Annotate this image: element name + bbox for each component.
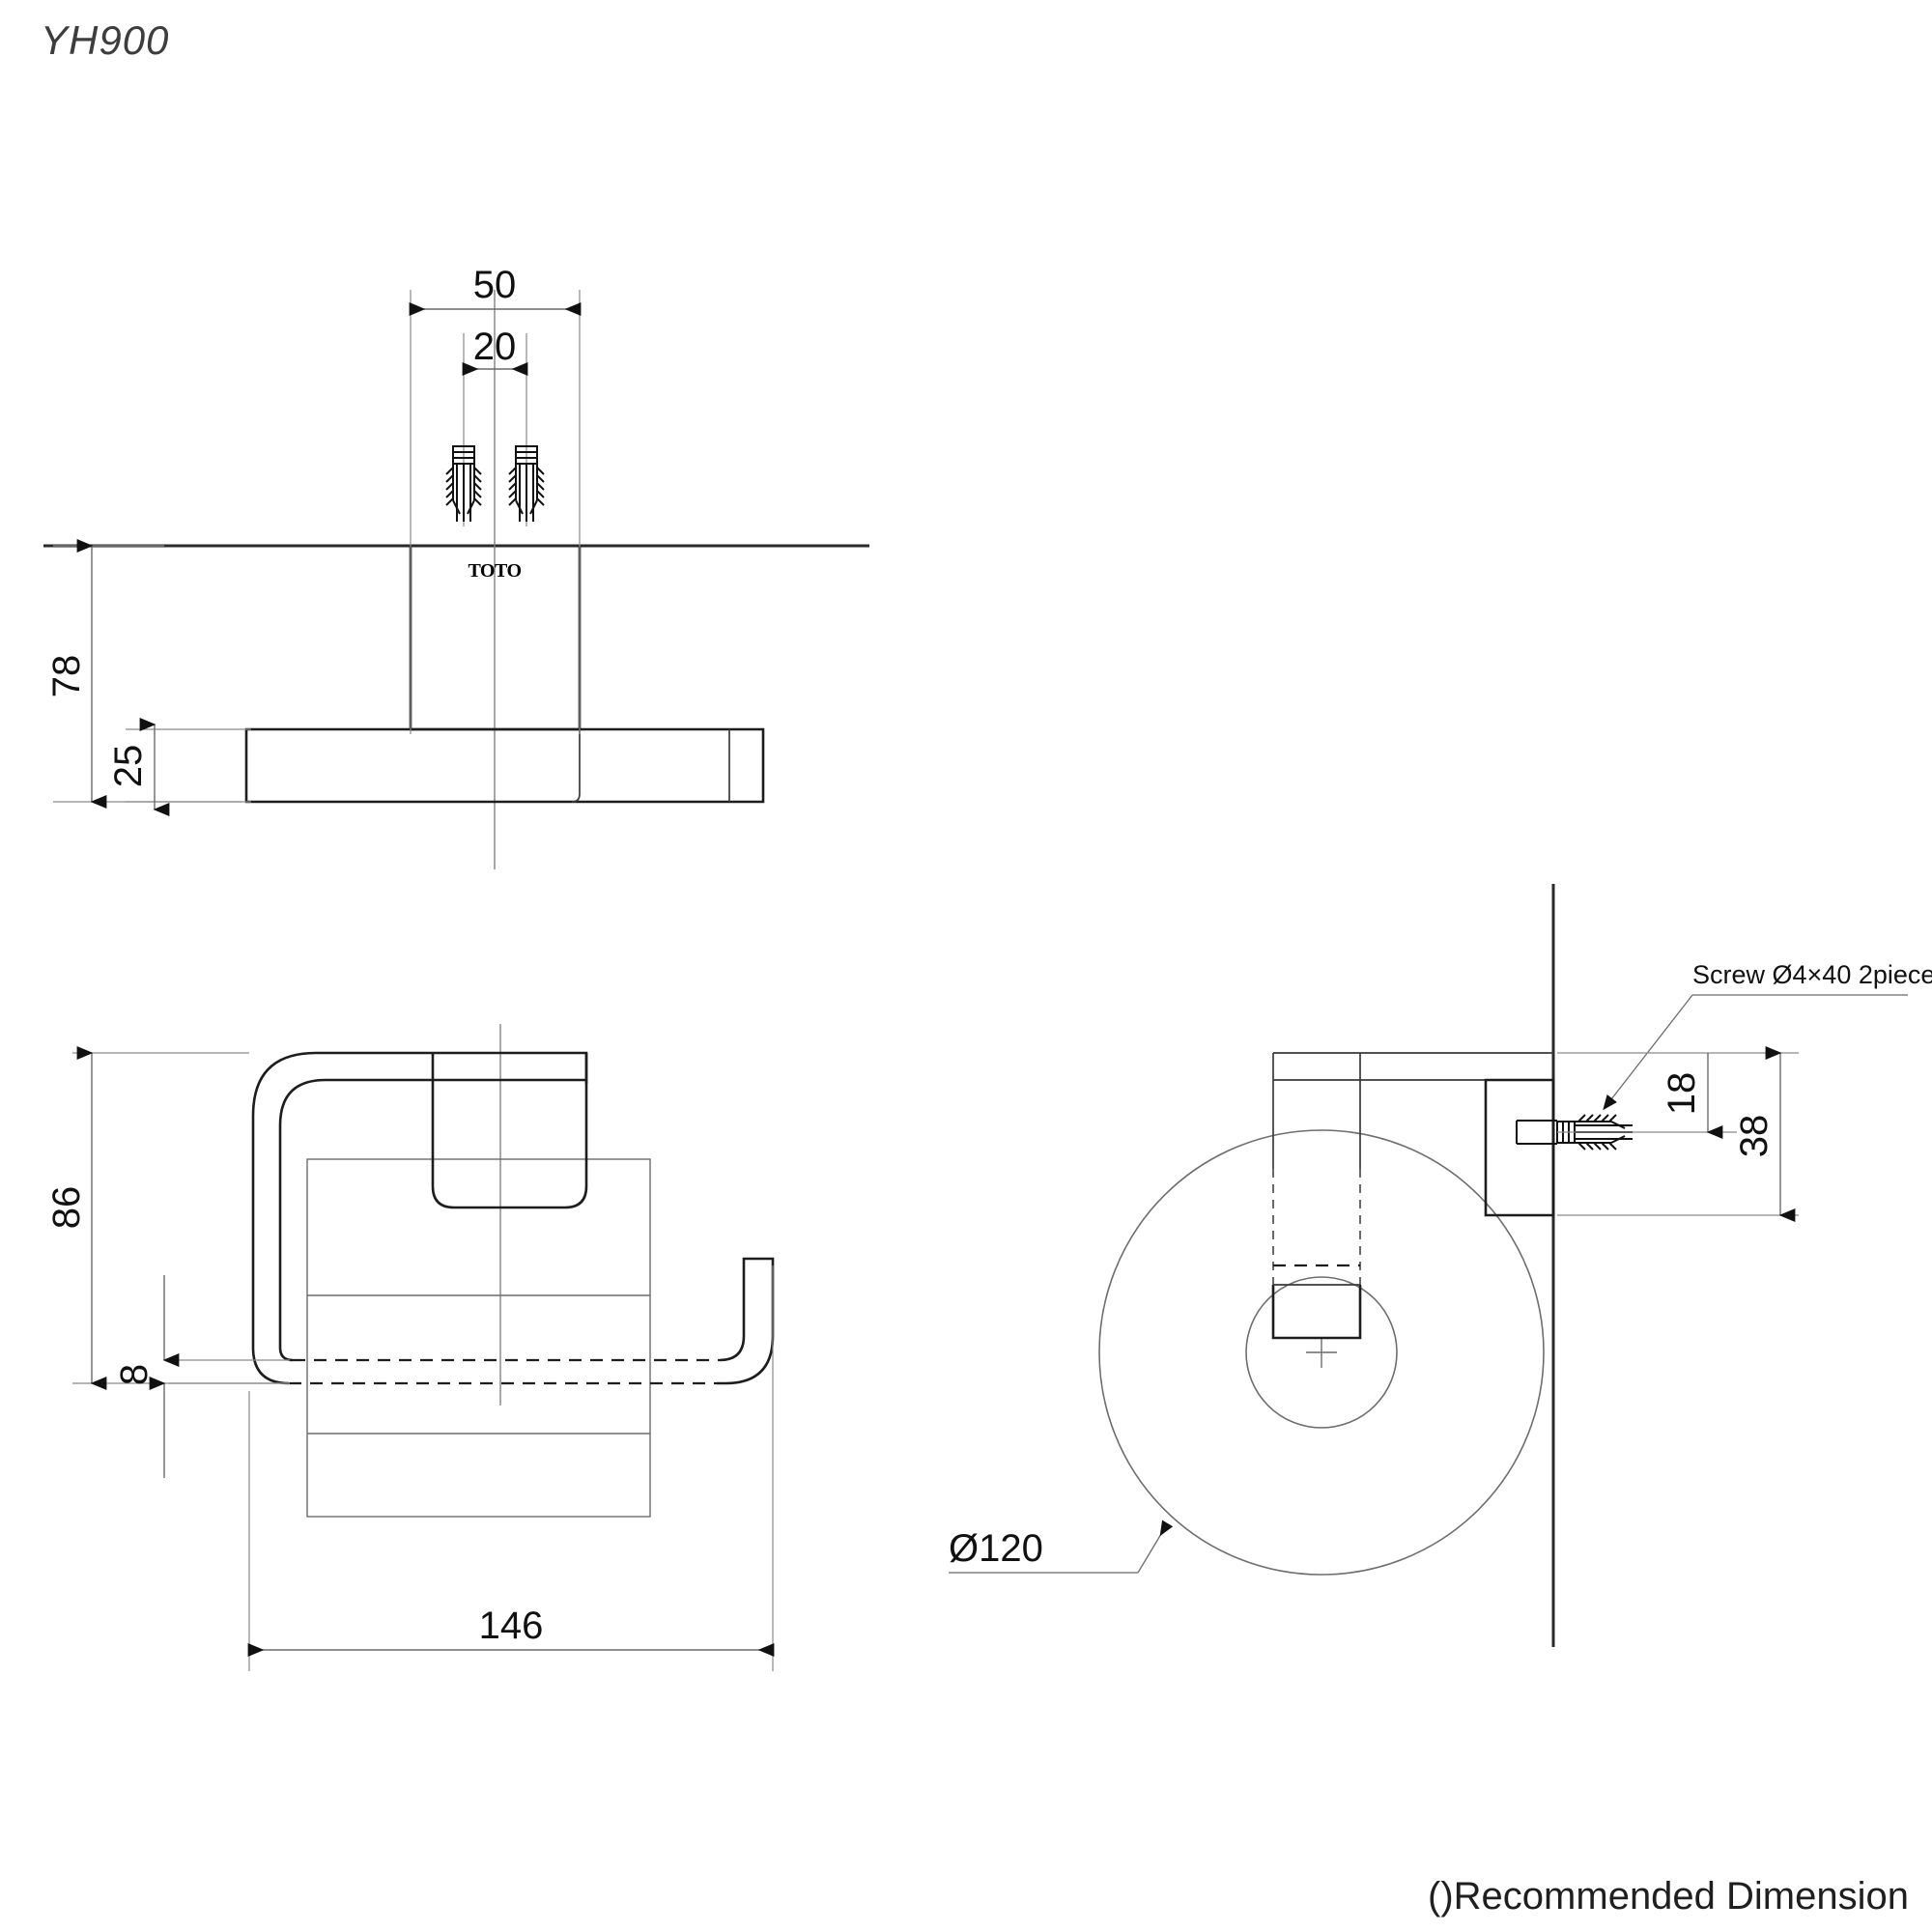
paper-roll-outer-circle (1098, 1129, 1545, 1576)
top-view: 50 20 TOTO 78 25 (43, 264, 869, 869)
holder-rod-hook-end (717, 1257, 775, 1385)
wall-mount-block (431, 1053, 588, 1209)
dimension-label-25: 25 (107, 745, 150, 788)
holder-bar-outline (244, 727, 765, 804)
screw-callout-leader (1603, 994, 1693, 1111)
toto-logo: TOTO (468, 560, 521, 582)
wall-anchor-icon (508, 445, 545, 523)
recommended-dimension-note: ()Recommended Dimension (1428, 1875, 1909, 1918)
dimension-label-diameter-120: Ø120 (949, 1527, 1043, 1570)
side-rod-lower-block (1271, 1285, 1362, 1340)
paper-roll-core-circle (1245, 1276, 1398, 1429)
holder-arm-outer (251, 1051, 588, 1348)
dimension-label-38: 38 (1733, 1115, 1776, 1158)
holder-arm-bottom-left-fillet (251, 1347, 290, 1385)
center-cross-icon (1306, 1337, 1337, 1368)
dimension-label-78: 78 (45, 655, 88, 698)
holder-arm-bottom-inner-fillet (278, 1347, 294, 1362)
holder-arm-inner (278, 1078, 586, 1348)
paper-roll-body (306, 1158, 651, 1518)
diameter-callout-leader (1137, 1520, 1174, 1574)
dimension-label-146: 146 (479, 1605, 544, 1647)
dimension-label-18: 18 (1661, 1072, 1703, 1116)
side-view: Screw Ø4×40 2piece 18 38 Ø120 (949, 884, 1932, 1647)
wall-anchor-icon (445, 445, 482, 523)
holder-bar-inner-fillet (571, 729, 581, 803)
front-view: 86 8 146 (45, 1024, 775, 1671)
page-title: YH900 (41, 17, 170, 63)
dimension-label-86: 86 (45, 1186, 88, 1230)
dimension-label-20: 20 (473, 326, 517, 368)
dimension-label-50: 50 (473, 264, 517, 306)
screw-callout-label: Screw Ø4×40 2piece (1692, 960, 1932, 989)
dimension-label-8: 8 (113, 1364, 156, 1385)
wall-mount-plate (1484, 1078, 1555, 1217)
